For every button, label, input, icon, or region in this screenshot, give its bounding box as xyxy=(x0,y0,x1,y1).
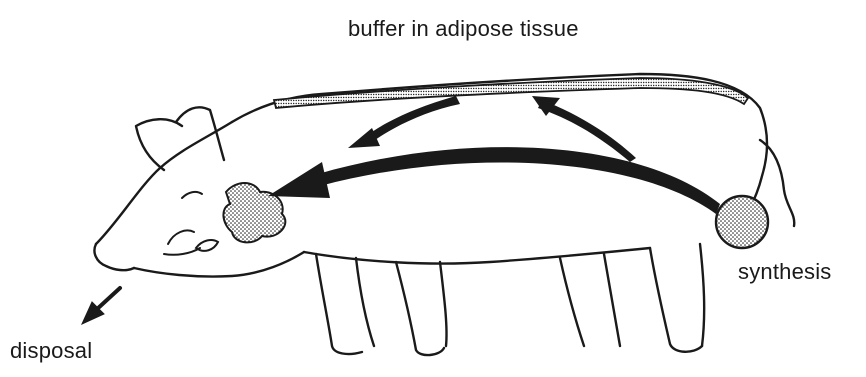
adipose-tissue-band xyxy=(274,78,748,108)
testis xyxy=(716,196,768,248)
pig-face-details xyxy=(164,192,218,255)
disposal-arrow xyxy=(82,288,120,324)
buffer-label: buffer in adipose tissue xyxy=(348,16,579,42)
disposal-label: disposal xyxy=(10,338,92,364)
pig-outline xyxy=(94,74,794,355)
synthesis-label: synthesis xyxy=(738,259,832,285)
transport-arrows xyxy=(268,96,720,214)
